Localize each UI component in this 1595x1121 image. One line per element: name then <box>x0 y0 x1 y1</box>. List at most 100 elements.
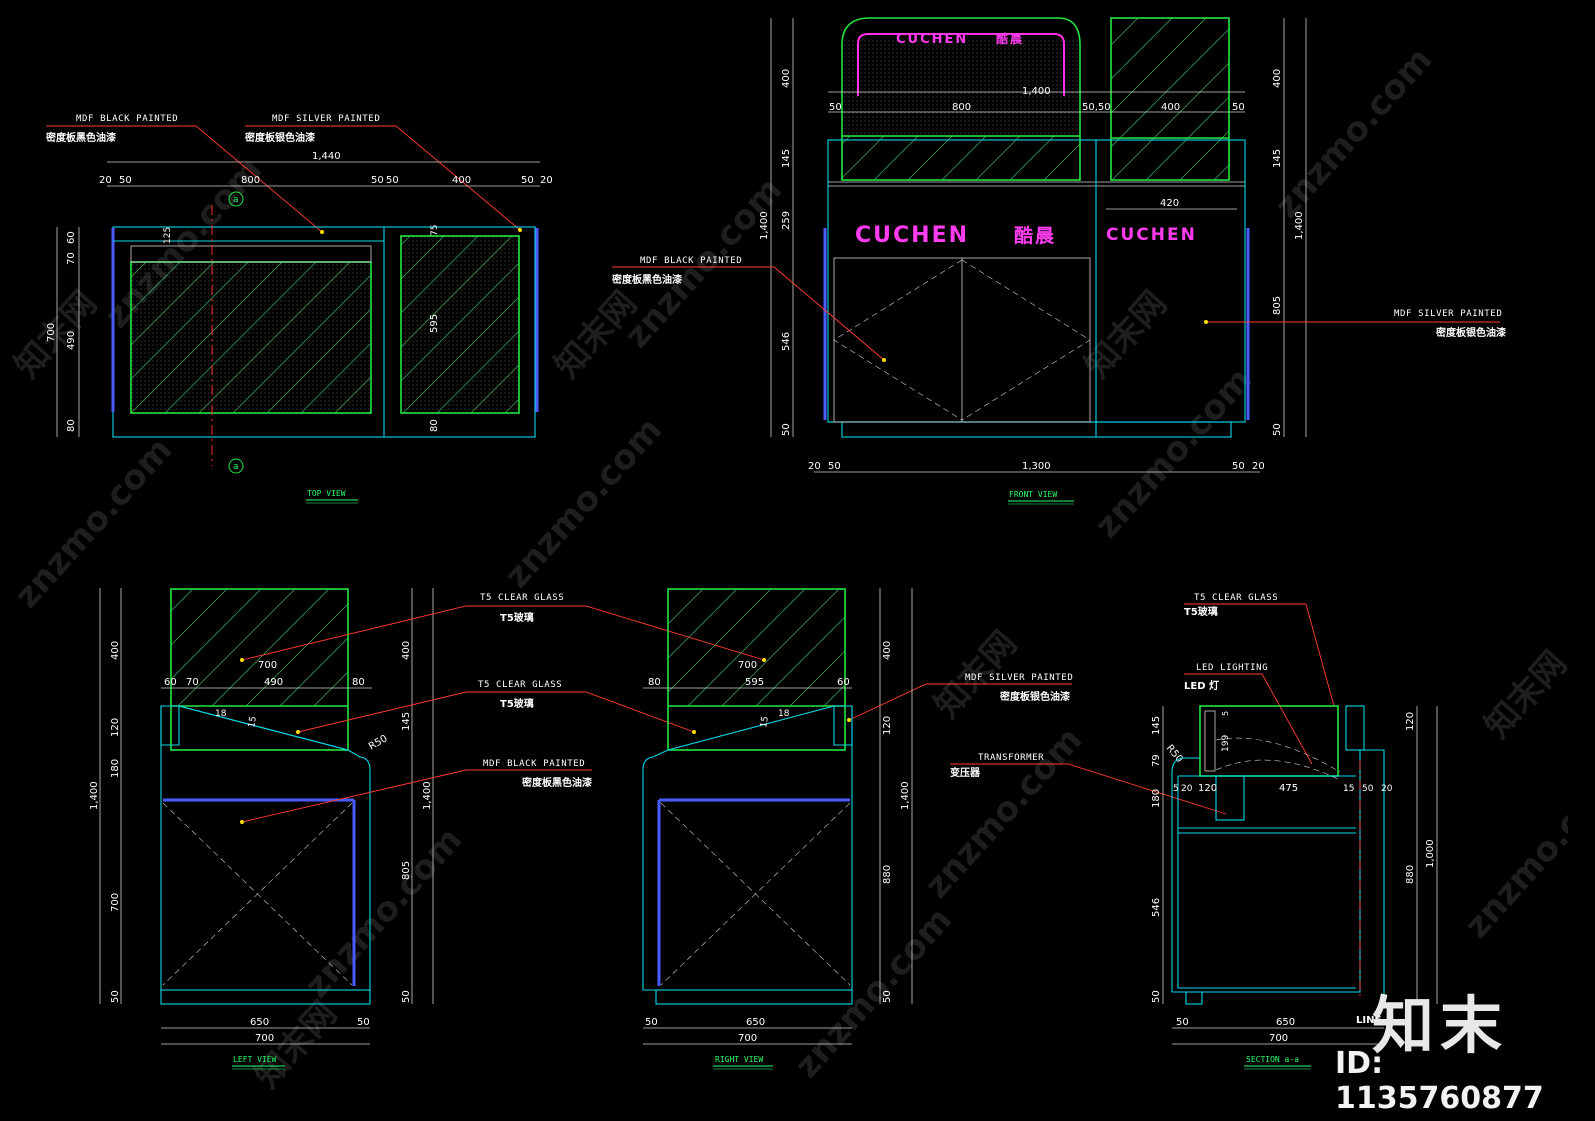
dim-text: 180 <box>110 759 121 778</box>
label-mdf-silver-en: MDF SILVER PAINTED <box>272 114 380 124</box>
glass-panel-hatch <box>668 589 845 706</box>
dim-text: 805 <box>401 861 412 880</box>
transformer-box <box>1215 775 1245 821</box>
label-transformer-en: TRANSFORMER <box>978 753 1044 763</box>
dim-text: 1,400 <box>1022 86 1051 97</box>
leader-line <box>950 763 1227 815</box>
watermark-layer: znzmo.com znzmo.com znzmo.com znzmo.com … <box>7 40 1568 1096</box>
leader-line <box>241 769 592 823</box>
label-glass-en: T5 CLEAR GLASS <box>1194 593 1278 603</box>
dim-text: 50 <box>357 1017 370 1028</box>
dim-text: 125 <box>163 227 173 244</box>
dim-text: 20 <box>808 461 821 472</box>
plinth <box>655 989 853 1005</box>
dim-text: 120 <box>110 718 121 737</box>
dim-text: 79 <box>1151 754 1162 767</box>
dim-text: 595 <box>429 314 440 333</box>
dim-text: 50 <box>110 990 121 1003</box>
dim-text: 120 <box>1198 783 1217 794</box>
view-title-section: SECTION a-a <box>1246 1055 1299 1064</box>
section-inner <box>1177 776 1356 989</box>
sign-board <box>841 17 1081 136</box>
counter-side-outline <box>642 705 853 991</box>
counter-front-lip <box>160 705 180 746</box>
dim-text: 70 <box>186 677 199 688</box>
label-mdf-black-cn: 密度板黑色油漆 <box>522 776 592 789</box>
dim-text: 1,400 <box>89 781 100 810</box>
leader-dot <box>518 228 522 232</box>
label-glass-cn: T5玻璃 <box>1184 605 1218 618</box>
label-mdf-silver-en: MDF SILVER PAINTED <box>1394 309 1502 319</box>
dim-text: 800 <box>952 102 971 113</box>
top-view: MDF BLACK PAINTED 密度板黑色油漆 MDF SILVER PAI… <box>46 114 553 504</box>
dim-text: 595 <box>745 677 764 688</box>
dim-text: 180 <box>1151 789 1162 808</box>
dim-text: 50 <box>371 175 384 186</box>
glass-box-side <box>170 588 349 751</box>
watermark-text: 知末网 <box>1077 283 1175 386</box>
dim-text: 145 <box>1151 716 1162 735</box>
dim-text: 75 <box>430 225 440 236</box>
dim-text: 50 <box>1232 461 1245 472</box>
dim-text: 400 <box>781 69 792 88</box>
label-mdf-black-en: MDF BLACK PAINTED <box>640 256 742 266</box>
label-mdf-black-en: MDF BLACK PAINTED <box>76 114 178 124</box>
brand-logo-sign-cn: 酷晨 <box>996 31 1024 46</box>
brand-logo-sign: CUCHEN <box>896 32 968 47</box>
dim-text: R50 <box>1164 743 1185 765</box>
label-mdf-silver-cn: 密度板银色油漆 <box>1436 326 1506 339</box>
leader-dot <box>882 358 886 362</box>
dim-text: 199 <box>1221 735 1231 752</box>
neon-outline <box>857 33 1065 96</box>
label-led-en: LED LIGHTING <box>1196 663 1268 673</box>
brand-logo-front-cn: 酷晨 <box>1014 224 1056 247</box>
dim-text: 700 <box>110 893 121 912</box>
section-outline <box>1171 749 1385 1002</box>
dim-text: 70 <box>66 252 77 265</box>
leader-line <box>46 125 323 233</box>
dim-text: 1,400 <box>900 781 911 810</box>
dim-text: 700 <box>1269 1033 1288 1044</box>
dim-text: 15 <box>1343 784 1354 794</box>
dim-text: 700 <box>738 660 757 671</box>
cross-line <box>660 802 851 986</box>
cross-line <box>162 802 353 986</box>
label-mdf-silver-cn: 密度板银色油漆 <box>1000 690 1070 703</box>
leader-dot <box>240 820 244 824</box>
label-led-cn: LED 灯 <box>1184 679 1219 692</box>
dim-text: 145 <box>781 149 792 168</box>
label-mdf-black-en: MDF BLACK PAINTED <box>483 759 585 769</box>
leader-dot <box>296 730 300 734</box>
dim-text: 50 <box>781 423 792 436</box>
dim-text: 490 <box>66 331 77 350</box>
section-foot <box>1185 991 1203 1005</box>
dim-text: 50 <box>882 990 893 1003</box>
label-glass-cn: T5玻璃 <box>500 611 534 624</box>
dim-text: 80 <box>429 419 440 432</box>
label-mdf-black-cn: 密度板黑色油漆 <box>46 131 116 144</box>
dim-text: 400 <box>882 641 893 660</box>
counter-slope <box>178 705 349 751</box>
dim-text: 20 <box>540 175 553 186</box>
dim-text: 20 <box>1181 784 1193 794</box>
watermark-text: znzmo.com <box>497 410 670 596</box>
front-view: 1,400 400 145 259 546 50 400 145 1,400 8… <box>612 17 1506 505</box>
leader-line <box>848 683 1072 721</box>
view-title-right: RIGHT VIEW <box>715 1055 763 1064</box>
section-marker <box>228 191 244 207</box>
watermark-text: znzmo.com <box>787 900 960 1086</box>
dim-text: 50 <box>386 175 399 186</box>
watermark-text: znzmo.com <box>7 430 180 616</box>
dim-text: 18 <box>778 709 790 719</box>
watermark-text: 知末网 <box>247 993 345 1096</box>
leader-line <box>245 125 521 231</box>
glass-panel-hatch <box>1111 18 1229 180</box>
dim-text: 546 <box>781 332 792 351</box>
dim-text: 50,50 <box>1082 102 1111 113</box>
view-title-left: LEFT VIEW <box>233 1055 277 1064</box>
dim-text: 20 <box>1252 461 1265 472</box>
leader-dot <box>1204 320 1208 324</box>
dim-text: 5 <box>1173 784 1179 794</box>
dim-text: 650 <box>1276 1017 1295 1028</box>
section-detail <box>1204 710 1216 772</box>
